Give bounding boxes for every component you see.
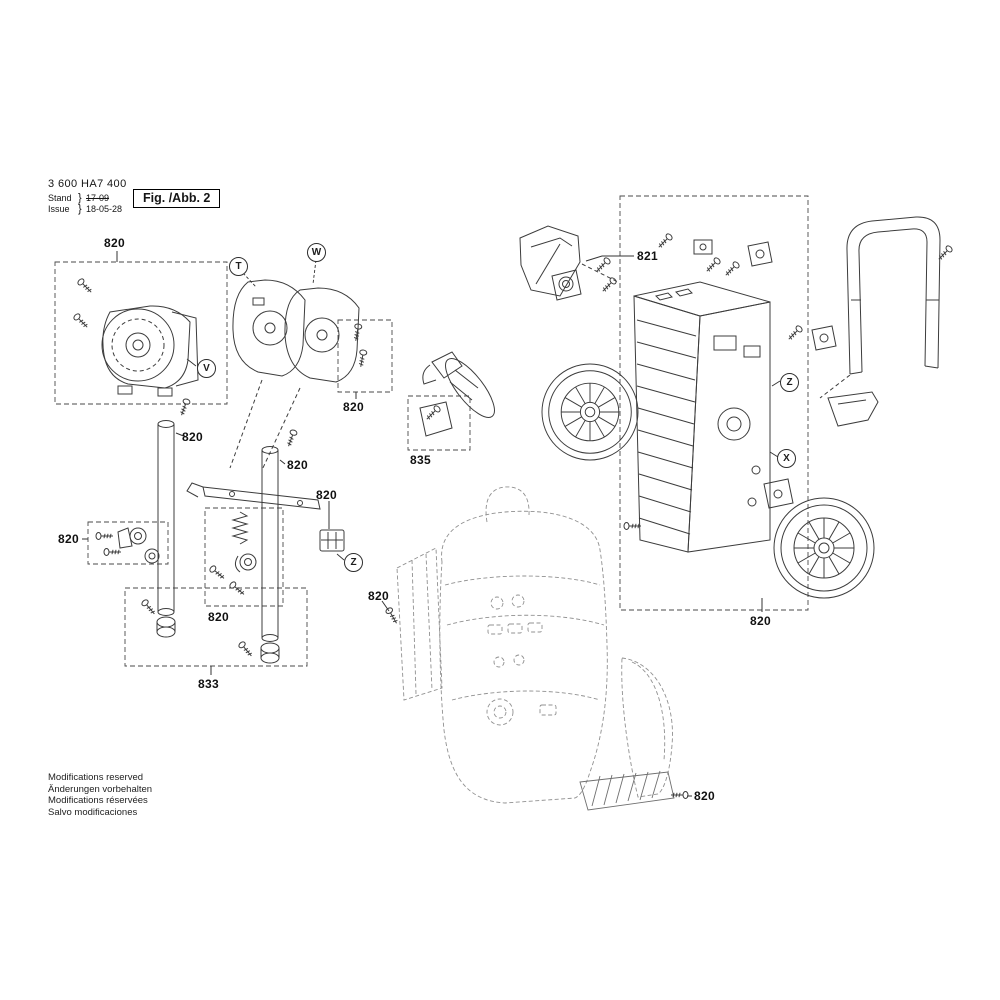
callout-820-tube-left: 820 <box>182 430 203 444</box>
callout-820-spring: 820 <box>208 610 229 624</box>
issue-value: 18-05-28 <box>86 204 123 214</box>
revision-issue-row: Issue } 18-05-28 <box>48 204 122 215</box>
notice-line-en: Modifications reserved <box>48 772 144 783</box>
modifications-notice: Modifications reserved Änderungen vorbeh… <box>48 772 152 818</box>
wheel-right <box>773 497 875 599</box>
wheel-left <box>541 363 639 461</box>
leader-lines <box>82 251 763 797</box>
callout-820-left-clamp: 820 <box>58 532 79 546</box>
notice-line-es: Salvo modificaciones <box>48 806 138 818</box>
body-screws <box>384 606 689 799</box>
brace-glyph: } <box>78 203 82 215</box>
callout-821-bracket: 821 <box>637 249 658 263</box>
callout-820-chassis: 820 <box>750 614 771 628</box>
view-letter-leaders <box>186 259 781 561</box>
view-letter-z-right: Z <box>780 373 799 392</box>
body-ghost <box>396 486 673 804</box>
left-clamp-group <box>95 527 160 564</box>
callout-820-hose-reel: 820 <box>104 236 125 250</box>
revision-block: Stand } 17-09 Issue } 18-05-28 <box>48 193 122 215</box>
dashed-group-boxes <box>54 195 809 667</box>
view-letter-x: X <box>777 449 796 468</box>
part-number: 3 600 HA7 400 <box>48 178 127 190</box>
tube-right <box>261 428 299 642</box>
connector-clip <box>319 529 345 552</box>
view-letter-z-left: Z <box>344 553 363 572</box>
brace-glyph: } <box>78 192 82 204</box>
grip-assembly-835 <box>419 351 495 437</box>
revision-stand-row: Stand } 17-09 <box>48 193 122 204</box>
callout-820-body-screw: 820 <box>368 589 389 603</box>
notice-line-fr: Modifications réservées <box>48 795 148 806</box>
main-chassis <box>623 232 794 553</box>
hose-reel-assembly <box>72 277 199 397</box>
motor-covers <box>229 279 368 471</box>
callout-820-tube-right: 820 <box>287 458 308 472</box>
view-letter-w: W <box>307 243 326 262</box>
callout-820-motor-cover: 820 <box>343 400 364 414</box>
spring-clip-group <box>208 511 257 598</box>
stand-value: 17-09 <box>86 193 110 203</box>
callout-835-grip: 835 <box>410 453 431 467</box>
bracket-821 <box>519 225 619 301</box>
figure-label: Fig. /Abb. 2 <box>133 189 221 208</box>
stand-label: Stand <box>48 193 72 203</box>
callout-820-connector: 820 <box>316 488 337 502</box>
callout-833-tubes: 833 <box>198 677 219 691</box>
tube-left <box>157 397 192 616</box>
callout-820-foot: 820 <box>694 789 715 803</box>
cross-strip <box>186 482 321 510</box>
view-letter-v: V <box>197 359 216 378</box>
notice-line-de: Änderungen vorbehalten <box>48 783 153 795</box>
handle-hoop <box>722 216 954 427</box>
view-letter-t: T <box>229 257 248 276</box>
foot-plate <box>579 770 675 811</box>
issue-label: Issue <box>48 204 70 214</box>
tube-end-caps <box>140 598 280 664</box>
